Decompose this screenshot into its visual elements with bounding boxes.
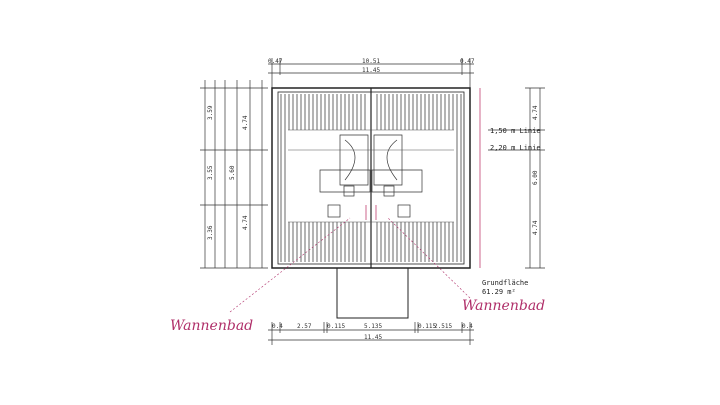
left-dim-2: 3.55 xyxy=(207,165,214,180)
bottom-dimension-chain xyxy=(268,322,474,345)
bottom-dim-total: 11.45 xyxy=(364,334,382,341)
area-label: Grundfläche xyxy=(482,279,528,287)
bottom-dim-3: 0.115 xyxy=(327,323,345,330)
annotation-wannenbad-left: Wannenbad xyxy=(170,318,253,334)
left-dimension-chains xyxy=(200,80,268,269)
right-dim-3: 4.74 xyxy=(532,220,539,235)
bottom-dim-4: 5.135 xyxy=(364,323,382,330)
bottom-dim-5: 0.115 xyxy=(418,323,436,330)
area-value: 61.29 m² xyxy=(482,288,516,296)
bottom-dim-1: 0.4 xyxy=(272,323,283,330)
top-dim-inner: 10.51 xyxy=(362,58,380,65)
top-dim-left: 0.47 xyxy=(268,58,283,65)
line-220-label: 2,20 m Linie xyxy=(490,144,541,152)
top-dimension-chain xyxy=(268,58,474,90)
top-dim-total: 11.45 xyxy=(362,67,380,74)
inner-lines xyxy=(288,129,454,223)
top-dim-right: 0.47 xyxy=(460,58,475,65)
left-dim-3: 3.36 xyxy=(207,225,214,240)
stairs xyxy=(319,134,423,218)
left-dim-1: 3.59 xyxy=(207,105,214,120)
left-dim-6: 4.74 xyxy=(242,215,249,230)
right-dim-2: 6.00 xyxy=(532,170,539,185)
annotation-wannenbad-right: Wannenbad xyxy=(462,298,545,314)
left-dim-5: 4.74 xyxy=(242,115,249,130)
right-dim-1: 4.74 xyxy=(532,105,539,120)
roof-hatching xyxy=(280,94,462,262)
bottom-dim-7: 0.4 xyxy=(462,323,473,330)
line-150-label: 1,50 m Linie xyxy=(490,127,541,135)
dormer-outline xyxy=(336,267,409,319)
left-dim-4: 5.60 xyxy=(229,165,236,180)
annotation-leaders xyxy=(229,217,471,313)
right-dimension-chains xyxy=(488,87,545,269)
bottom-dim-2: 2.57 xyxy=(297,323,312,330)
bottom-dim-6: 2.515 xyxy=(434,323,452,330)
height-markers xyxy=(365,88,481,268)
